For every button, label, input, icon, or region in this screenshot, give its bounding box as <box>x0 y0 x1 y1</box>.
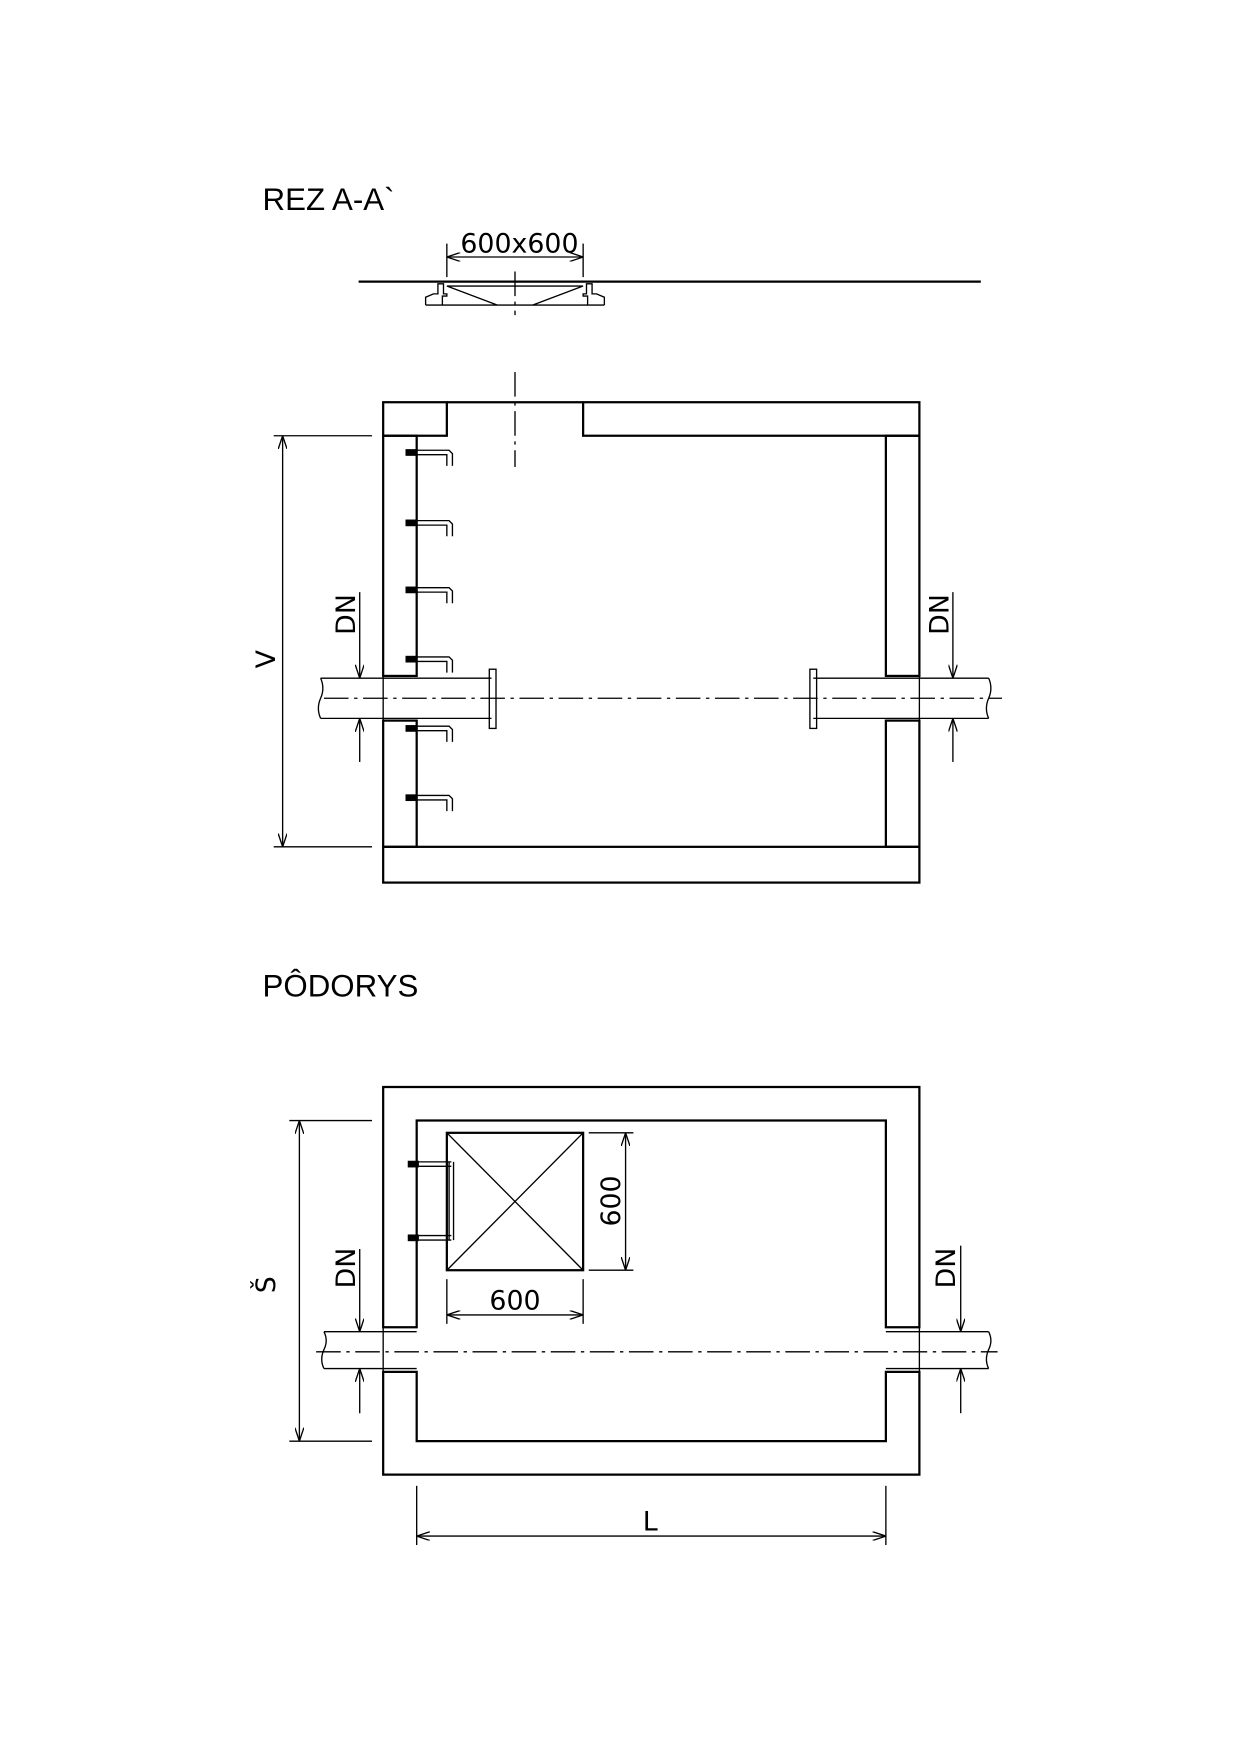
dn-label-right-section: DN <box>924 594 955 635</box>
dn-dimension-right-plan: DN <box>931 1245 962 1414</box>
ladder-plan <box>407 1160 455 1242</box>
dn-label-right-plan: DN <box>931 1248 962 1289</box>
height-dimension: V <box>251 435 372 848</box>
cover-dim-label: 600x600 <box>460 229 578 260</box>
opening-width-label: 600 <box>489 1285 540 1316</box>
dn-dimension-left-section: DN <box>331 592 362 762</box>
dn-dimension-left-plan: DN <box>331 1248 362 1414</box>
chamber-walls-section <box>382 401 921 884</box>
dn-label-left-plan: DN <box>331 1248 362 1289</box>
width-dimension: Š <box>250 1119 372 1442</box>
height-dim-label: V <box>251 649 282 668</box>
opening-width-dimension: 600 <box>446 1279 584 1324</box>
dn-dimension-right-section: DN <box>924 592 955 762</box>
step-irons <box>405 449 454 812</box>
cover-dimension: 600x600 <box>446 229 584 278</box>
chamber-walls-plan <box>382 1085 921 1476</box>
section-title: REZ A-A` <box>263 182 395 217</box>
section-view: REZ A-A` 600x600 <box>251 182 1003 884</box>
plan-title: PÔDORYS <box>263 969 419 1004</box>
dn-label-left-section: DN <box>331 594 362 635</box>
plan-view: PÔDORYS 600 <box>250 969 998 1546</box>
opening-height-dimension: 600 <box>588 1132 634 1271</box>
inlet-pipe-plan <box>321 1330 417 1370</box>
length-dim-label: L <box>643 1507 658 1538</box>
outlet-pipe-plan <box>885 1330 992 1370</box>
access-opening <box>445 1131 585 1272</box>
opening-height-label: 600 <box>596 1175 627 1226</box>
length-dimension: L <box>416 1485 887 1546</box>
width-dim-label: Š <box>250 1276 282 1293</box>
